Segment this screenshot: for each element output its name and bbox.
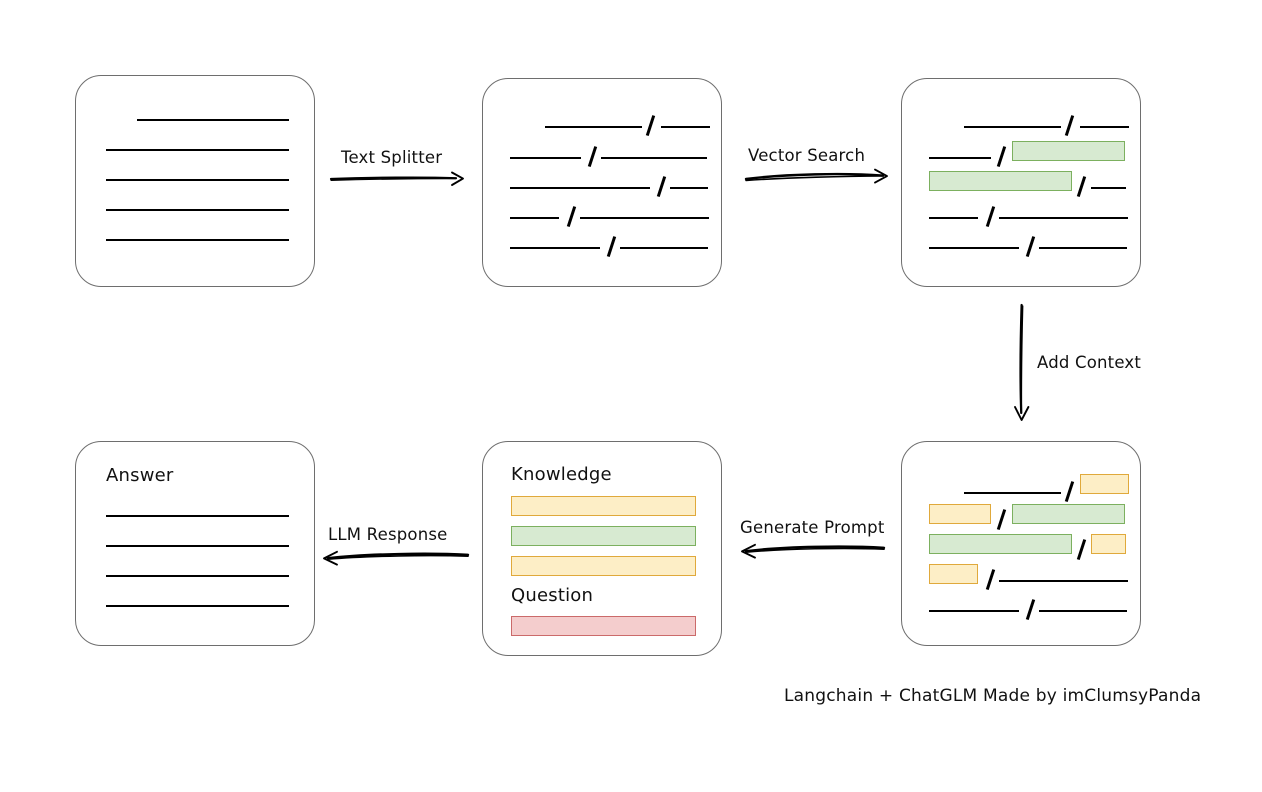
question-label: Question xyxy=(511,585,594,606)
chunk-line xyxy=(601,157,707,160)
matched-chunk[interactable] xyxy=(929,171,1072,191)
chunk-line xyxy=(510,157,581,160)
knowledge-bar[interactable] xyxy=(511,556,696,576)
answer-line xyxy=(106,605,289,608)
chunk-line xyxy=(510,187,650,190)
context-chunk[interactable] xyxy=(929,564,978,584)
knowledge-bar[interactable] xyxy=(511,526,696,546)
chunk-separator xyxy=(996,146,1006,167)
chunk-line xyxy=(929,610,1019,613)
chunk-line xyxy=(1080,126,1129,129)
knowledge-bar[interactable] xyxy=(511,496,696,516)
answer-box[interactable]: Answer xyxy=(75,441,315,646)
chunk-separator xyxy=(1076,539,1086,560)
context-added-box[interactable] xyxy=(901,441,1141,646)
chunk-line xyxy=(929,217,978,220)
question-bar[interactable] xyxy=(511,616,696,636)
chunk-separator xyxy=(587,146,597,167)
chunk-separator xyxy=(645,115,655,136)
matched-chunk[interactable] xyxy=(1012,504,1125,524)
knowledge-label: Knowledge xyxy=(511,464,612,485)
chunk-line xyxy=(510,247,600,250)
context-chunk[interactable] xyxy=(1091,534,1126,554)
chunk-line xyxy=(1091,187,1126,190)
chunk-separator xyxy=(1025,599,1035,620)
chunk-line xyxy=(510,217,559,220)
chunk-line xyxy=(661,126,710,129)
chunk-separator xyxy=(985,206,995,227)
chunk-line xyxy=(964,126,1061,129)
llm-response-arrow xyxy=(323,550,470,566)
context-chunk[interactable] xyxy=(929,504,991,524)
vector-search-arrow xyxy=(744,168,888,184)
chunk-line xyxy=(620,247,708,250)
doc-line xyxy=(106,239,289,242)
split-chunks-box[interactable] xyxy=(482,78,722,287)
answer-line xyxy=(106,545,289,548)
chunk-line xyxy=(580,217,709,220)
chunk-line xyxy=(999,217,1128,220)
generate-prompt-arrow xyxy=(741,543,886,559)
matched-chunk[interactable] xyxy=(1012,141,1125,161)
doc-line xyxy=(106,179,289,182)
answer-line xyxy=(106,575,289,578)
footer-credit: Langchain + ChatGLM Made by imClumsyPand… xyxy=(784,686,1202,706)
doc-line xyxy=(106,149,289,152)
chunk-separator xyxy=(985,569,995,590)
context-chunk[interactable] xyxy=(1080,474,1129,494)
doc-line xyxy=(106,209,289,212)
add-context-label: Add Context xyxy=(1037,353,1142,372)
chunk-line xyxy=(1039,610,1127,613)
add-context-arrow xyxy=(1014,303,1030,421)
chunk-line xyxy=(1039,247,1127,250)
matched-chunk[interactable] xyxy=(929,534,1072,554)
chunk-separator xyxy=(606,236,616,257)
chunk-separator xyxy=(1064,115,1074,136)
llm-response-label: LLM Response xyxy=(328,525,448,544)
chunk-separator xyxy=(1076,176,1086,197)
chunk-separator xyxy=(1064,481,1074,502)
vector-search-label: Vector Search xyxy=(748,146,866,165)
chunk-separator xyxy=(996,509,1006,530)
chunk-line xyxy=(929,157,991,160)
answer-line xyxy=(106,515,289,518)
text-splitter-label: Text Splitter xyxy=(341,148,443,167)
text-splitter-arrow xyxy=(329,171,464,186)
chunk-line xyxy=(929,247,1019,250)
chunk-line xyxy=(545,126,642,129)
vector-search-results-box[interactable] xyxy=(901,78,1141,287)
doc-line xyxy=(137,119,289,122)
chunk-separator xyxy=(566,206,576,227)
answer-title: Answer xyxy=(106,465,174,486)
chunk-line xyxy=(964,492,1061,495)
chunk-line xyxy=(670,187,708,190)
generate-prompt-label: Generate Prompt xyxy=(740,518,885,537)
generated-prompt-box[interactable]: Knowledge Question xyxy=(482,441,722,656)
chunk-separator xyxy=(656,176,666,197)
chunk-separator xyxy=(1025,236,1035,257)
chunk-line xyxy=(999,580,1128,583)
source-document-box[interactable] xyxy=(75,75,315,287)
